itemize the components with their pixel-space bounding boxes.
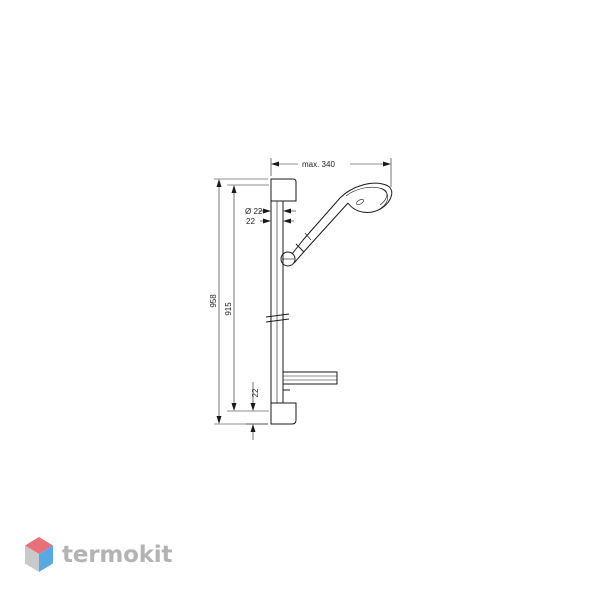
rail-bar [270, 201, 284, 403]
dimension-lines [214, 158, 392, 440]
overall-height-label: 958 [209, 294, 218, 308]
termokit-logo-icon [25, 537, 53, 572]
bottom-offset-label: 22 [251, 388, 260, 397]
termokit-watermark: termokit [24, 536, 172, 574]
rail-width-label: 22 [246, 217, 255, 226]
slider-knob [280, 251, 296, 267]
handshower-holder-arm [291, 239, 310, 264]
shower-rail-assembly [265, 178, 393, 425]
brand-name: termokit [62, 542, 173, 568]
rail-break-marks [265, 313, 290, 323]
max-reach-label: max. 340 [302, 160, 335, 169]
mounting-height-label: 915 [224, 302, 233, 316]
rail-diameter-label: Ø 22 [245, 207, 263, 216]
top-wall-bracket [270, 178, 297, 202]
soap-dish [282, 371, 338, 391]
hand-shower-handle [302, 197, 349, 247]
bottom-wall-bracket [270, 402, 297, 425]
hand-shower-head [339, 182, 393, 213]
